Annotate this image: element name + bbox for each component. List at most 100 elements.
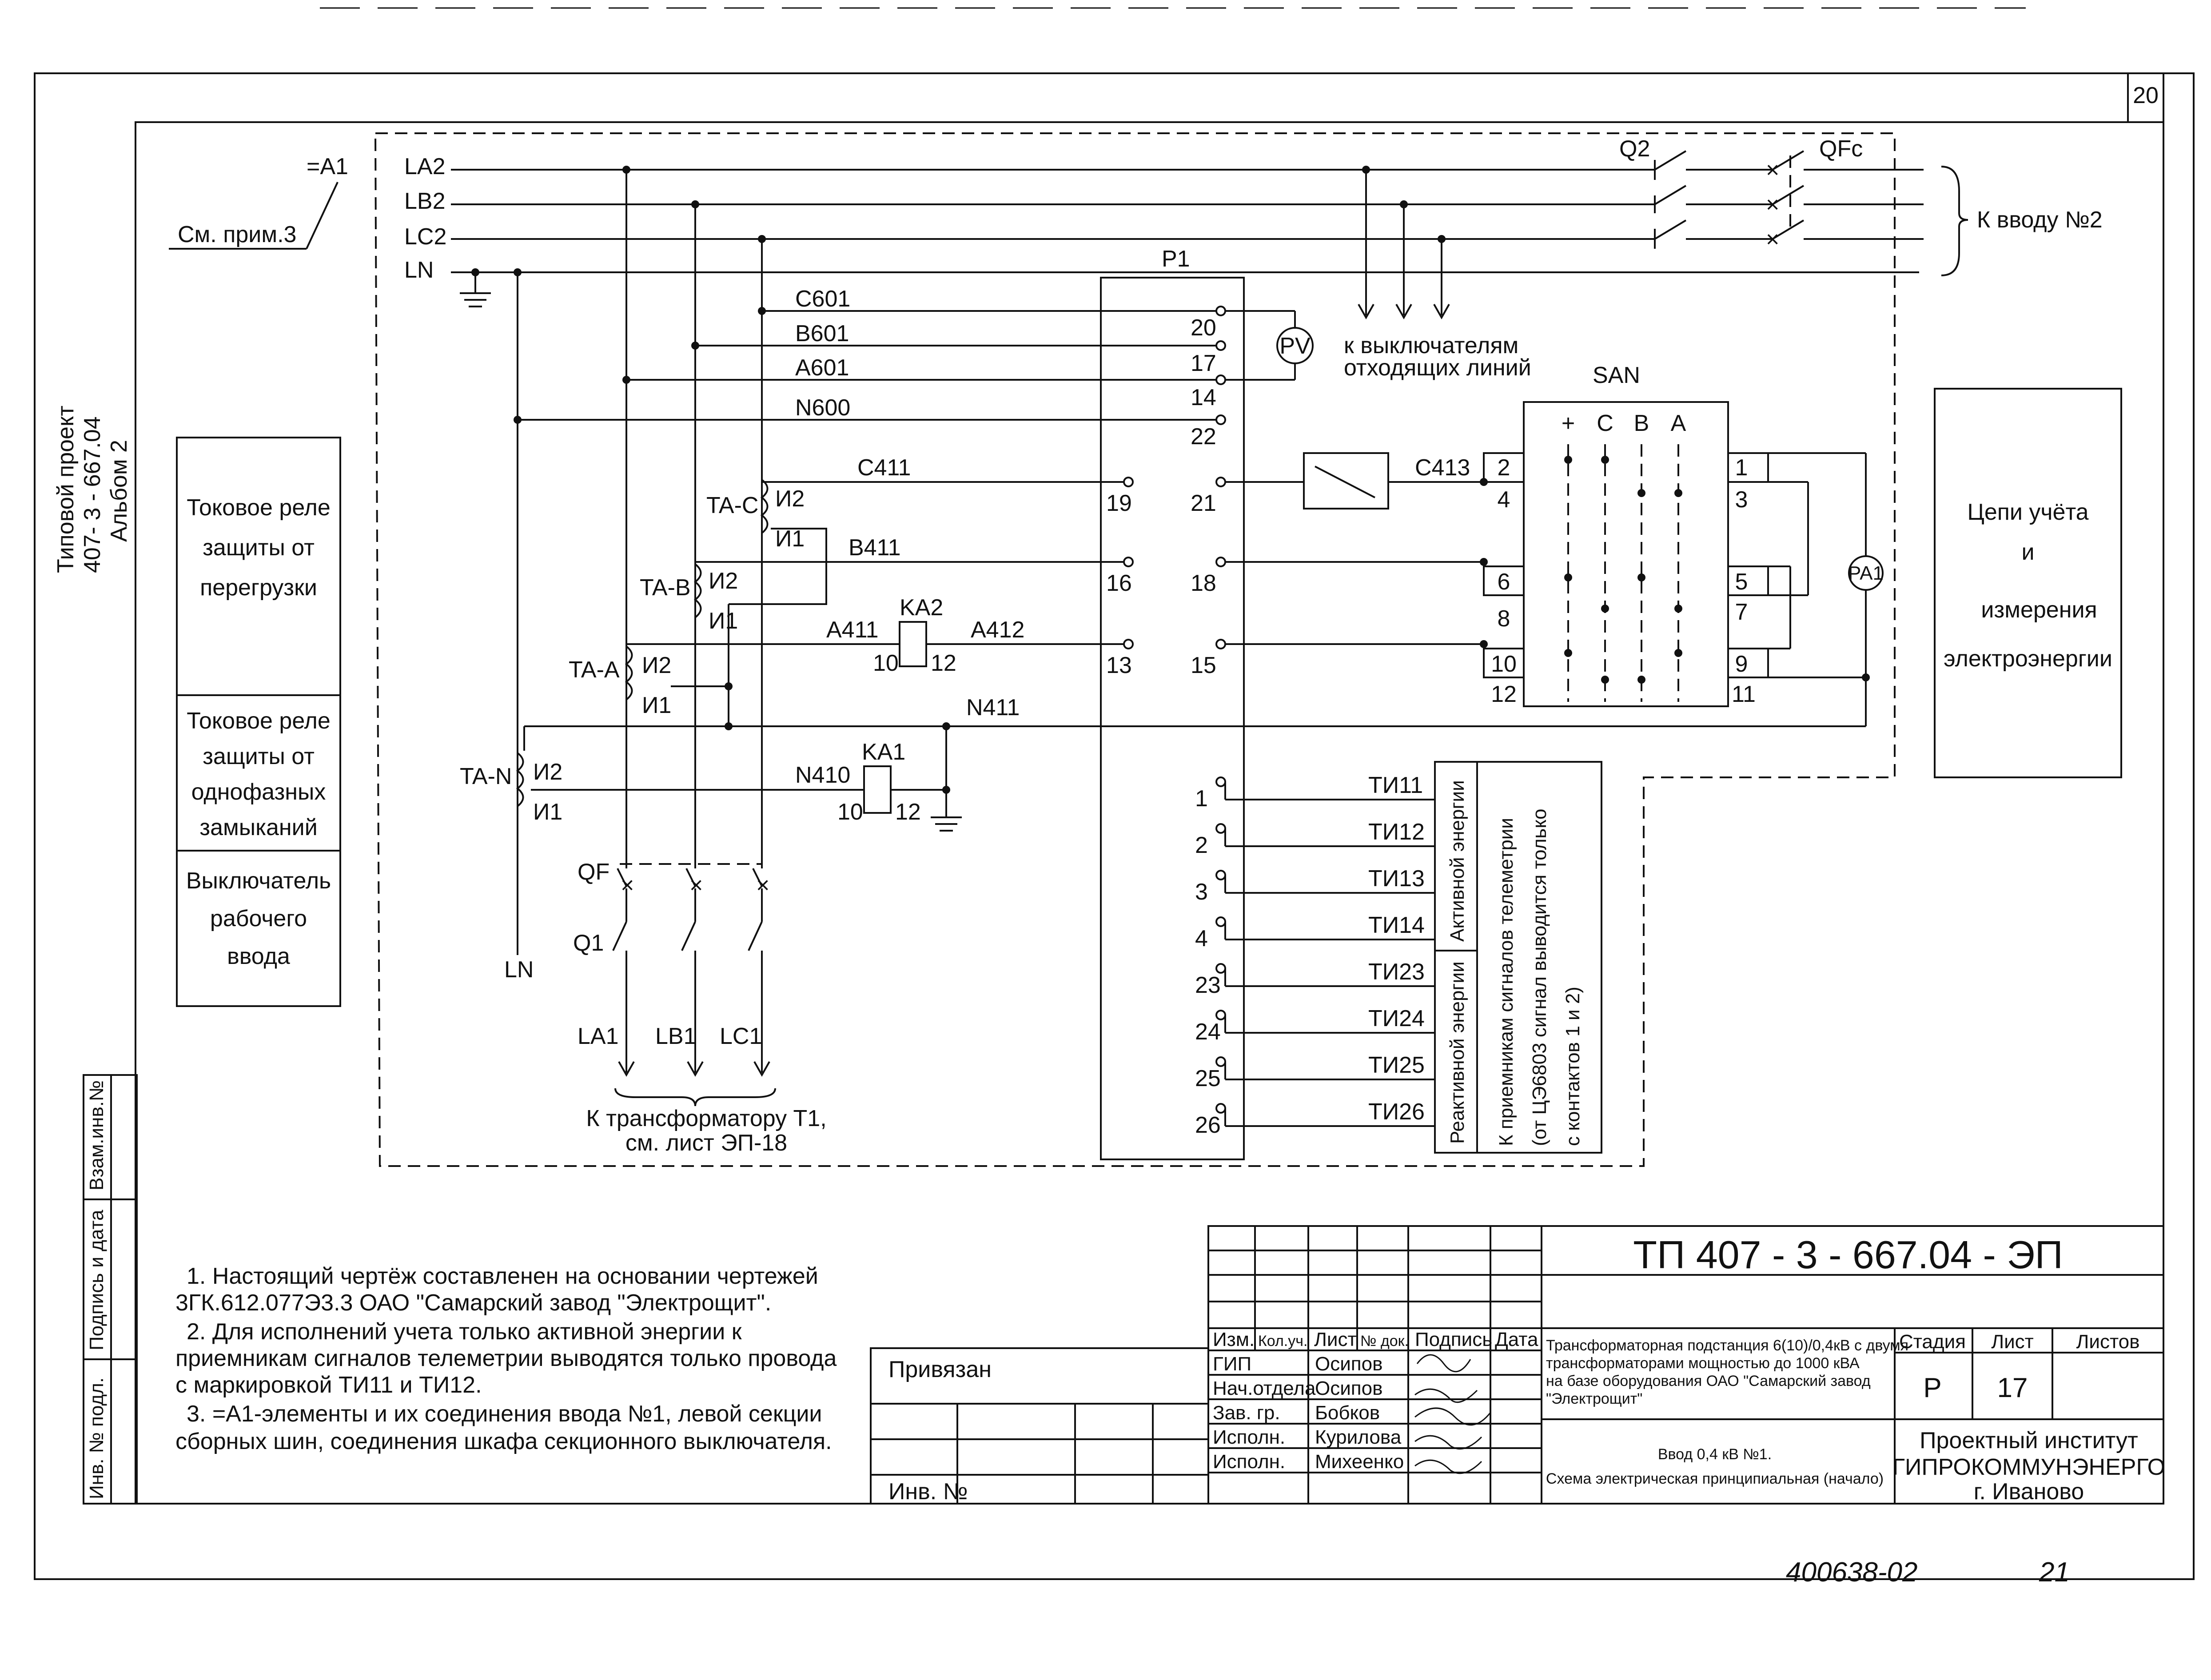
stamp-podpis: Подпись и дата bbox=[86, 1210, 108, 1350]
p1-term-13: 13 bbox=[1106, 653, 1132, 678]
svg-text:3: 3 bbox=[1735, 487, 1748, 513]
metering-3: измерения bbox=[1981, 597, 2097, 623]
to-t1-1: К трансформатору Т1, bbox=[586, 1106, 826, 1131]
san-switch: SAN + C B A 2 4 6 8 10 12 1 3 5 7 9 11 bbox=[1480, 362, 1884, 726]
inv-label: Инв. № bbox=[888, 1479, 968, 1505]
p1-term-17: 17 bbox=[1191, 350, 1216, 376]
svg-text:И2: И2 bbox=[533, 759, 562, 785]
a1-boundary bbox=[374, 132, 1896, 1167]
wire-c411: C411 bbox=[857, 455, 911, 481]
page-number-box bbox=[2127, 72, 2164, 123]
wire-n410: N410 bbox=[795, 762, 850, 788]
metering-box bbox=[1934, 388, 2122, 778]
legend-overload-3: перегрузки bbox=[200, 575, 317, 601]
svg-text:г. Иваново: г. Иваново bbox=[1974, 1479, 2084, 1505]
svg-text:на базе оборудования ОАО "Сама: на базе оборудования ОАО "Самарский заво… bbox=[1546, 1373, 1871, 1389]
p1-telemetry-pin: 1 bbox=[1195, 786, 1208, 812]
p1-telemetry-terminal bbox=[1215, 916, 1226, 927]
svg-text:Схема электрическая принципиал: Схема электрическая принципиальная (нача… bbox=[1546, 1470, 1884, 1487]
q1-label: Q1 bbox=[573, 930, 604, 956]
outer-frame bbox=[34, 72, 2195, 1580]
svg-text:Зав. гр.: Зав. гр. bbox=[1213, 1402, 1280, 1424]
telemetry-wire-label: ТИ26 bbox=[1368, 1099, 1425, 1125]
svg-text:Бобков: Бобков bbox=[1315, 1402, 1380, 1424]
switch-qfc: ××× bbox=[1766, 150, 1924, 252]
svg-text:И1: И1 bbox=[642, 693, 671, 718]
svg-text:"Электрощит": "Электрощит" bbox=[1546, 1390, 1642, 1407]
metering-1: Цепи учёта bbox=[1967, 499, 2088, 525]
input-breaker: QF ××× Q1 LN LA1 LB1 LC1 К трансформатор… bbox=[504, 859, 827, 1156]
page-number: 20 bbox=[2133, 83, 2159, 108]
svg-text:И2: И2 bbox=[709, 568, 738, 594]
designation: ТП 407 - 3 - 667.04 - ЭП bbox=[1633, 1233, 2063, 1277]
telemetry-receivers-2: (от ЦЭ6803 сигнал выводится только bbox=[1529, 809, 1550, 1146]
current-circuit: TA-C TA-B TA-A TA-N И2 И1 И2 И1 И2 И1 И2… bbox=[460, 452, 1866, 832]
svg-text:A: A bbox=[1671, 410, 1686, 436]
p1-term-19: 19 bbox=[1106, 490, 1132, 516]
bus-la2: LA2 bbox=[404, 154, 446, 179]
ta-a: TA-A bbox=[569, 657, 620, 683]
pa1-meter: PA1 bbox=[1848, 562, 1884, 584]
ln-label: LN bbox=[504, 957, 534, 983]
telemetry-active: Активной энергии bbox=[1446, 780, 1468, 942]
bus-lb2: LB2 bbox=[404, 188, 446, 214]
svg-text:Подпись: Подпись bbox=[1415, 1329, 1492, 1350]
vertical-title: Типовой проект 407- 3 - 667.04 Альбом 2 bbox=[53, 406, 132, 573]
svg-text:И1: И1 bbox=[775, 526, 805, 552]
stamp-inv: Инв. № подл. bbox=[86, 1377, 108, 1499]
svg-text:И2: И2 bbox=[642, 653, 671, 678]
svg-text:17: 17 bbox=[1997, 1373, 2028, 1403]
svg-text:×: × bbox=[1766, 192, 1779, 218]
wire-b411: B411 bbox=[849, 535, 901, 561]
svg-text:1: 1 bbox=[1735, 455, 1748, 481]
wire-c601: C601 bbox=[795, 286, 850, 312]
ta-n: TA-N bbox=[460, 764, 512, 789]
svg-text:×: × bbox=[621, 872, 634, 898]
wire-b601: B601 bbox=[795, 321, 849, 346]
telemetry-receivers-3: с контактов 1 и 2) bbox=[1562, 987, 1584, 1146]
to-breakers-2: отходящих линий bbox=[1344, 355, 1531, 381]
svg-text:ГИП: ГИП bbox=[1213, 1353, 1251, 1375]
legend-earth-1: Токовое реле bbox=[187, 708, 331, 734]
svg-text:Лист: Лист bbox=[1991, 1331, 2034, 1353]
p1-telemetry-pin: 2 bbox=[1195, 832, 1208, 858]
svg-text:12: 12 bbox=[895, 799, 921, 825]
svg-text:4: 4 bbox=[1498, 487, 1510, 513]
svg-text:B: B bbox=[1634, 410, 1649, 436]
to-input-2: К вводу №2 bbox=[1977, 207, 2103, 233]
svg-text:Р: Р bbox=[1923, 1373, 1941, 1403]
out-lb1: LB1 bbox=[655, 1023, 697, 1049]
legend-breaker-1: Выключатель bbox=[186, 868, 331, 894]
svg-text:7: 7 bbox=[1735, 599, 1748, 625]
svg-text:Нач.отдела: Нач.отдела bbox=[1213, 1377, 1316, 1399]
switch-q2-label: Q2 bbox=[1619, 136, 1650, 162]
out-lc1: LC1 bbox=[720, 1023, 762, 1049]
svg-text:И1: И1 bbox=[533, 799, 562, 825]
note-2a: 2. Для исполнений учета только активной … bbox=[187, 1319, 742, 1345]
svg-text:Кол.уч.: Кол.уч. bbox=[1258, 1333, 1307, 1350]
svg-text:12: 12 bbox=[1491, 681, 1517, 707]
telemetry-wire-label: ТИ11 bbox=[1368, 772, 1423, 798]
note-2c: с маркировкой ТИ11 и ТИ12. bbox=[175, 1372, 482, 1398]
p1-term-14: 14 bbox=[1191, 385, 1216, 410]
metering-2: и bbox=[2021, 539, 2034, 565]
wire-n411: N411 bbox=[966, 695, 1020, 721]
note-2b: приемникам сигналов телеметрии выводятся… bbox=[175, 1346, 837, 1371]
svg-text:407- 3 - 667.04: 407- 3 - 667.04 bbox=[80, 416, 105, 573]
svg-text:10: 10 bbox=[873, 650, 899, 676]
legend-earth-4: замыканий bbox=[199, 815, 318, 840]
qf-label: QF bbox=[578, 859, 610, 885]
p1-term-18: 18 bbox=[1191, 570, 1216, 596]
svg-text:Исполн.: Исполн. bbox=[1213, 1451, 1285, 1473]
notes: 1. Настоящий чертёж составленен на основ… bbox=[175, 1263, 837, 1454]
metering-4: электроэнергии bbox=[1944, 646, 2112, 672]
svg-text:Изм.: Изм. bbox=[1213, 1329, 1255, 1350]
svg-text:11: 11 bbox=[1732, 681, 1756, 707]
legend-breaker-2: рабочего bbox=[210, 906, 307, 932]
telemetry-receivers-1: К приемникам сигналов телеметрии bbox=[1495, 818, 1517, 1146]
legend-overload-2: защиты от bbox=[203, 535, 315, 561]
p1-telemetry-terminal bbox=[1215, 1103, 1226, 1114]
svg-text:5: 5 bbox=[1735, 569, 1748, 595]
p1-telemetry-pin: 25 bbox=[1195, 1066, 1221, 1091]
